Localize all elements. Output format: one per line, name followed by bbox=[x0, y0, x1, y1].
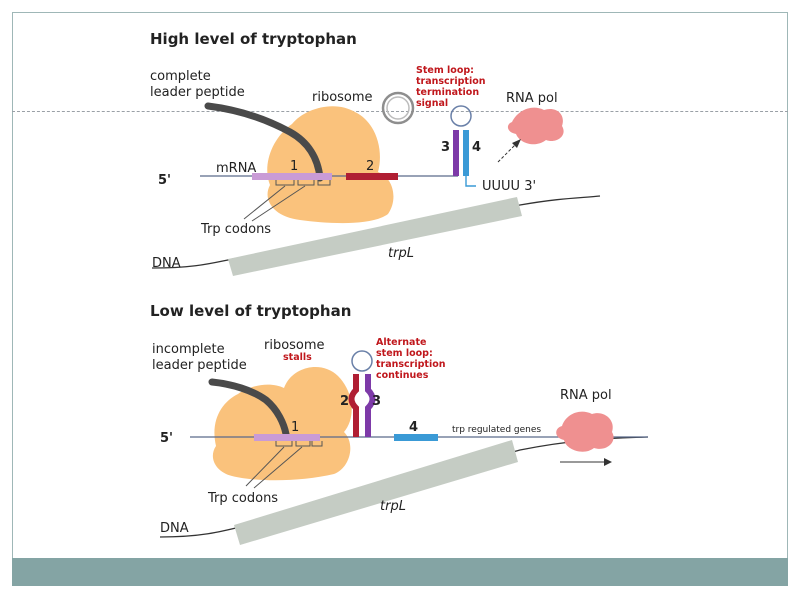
bottom-peptide-line1: incomplete bbox=[152, 342, 225, 357]
top-region-2 bbox=[346, 173, 398, 180]
top-peptide-line1: complete bbox=[150, 69, 211, 84]
bottom-stalls-label: stalls bbox=[283, 352, 312, 363]
top-dna-label: DNA bbox=[152, 256, 181, 271]
dashed-divider bbox=[12, 111, 788, 112]
bottom-stem-loop bbox=[351, 350, 373, 372]
top-region-1-label: 1 bbox=[290, 159, 298, 174]
bottom-region-1-label: 1 bbox=[291, 420, 299, 435]
top-region-4-label: 4 bbox=[472, 140, 481, 155]
top-title: High level of tryptophan bbox=[150, 30, 357, 48]
bottom-leader-peptide bbox=[208, 378, 290, 438]
bottom-dna-label: DNA bbox=[160, 521, 189, 536]
panel-low-tryptophan: Low level of tryptophan DNA trpL ribosom… bbox=[150, 302, 649, 545]
panel-high-tryptophan: High level of tryptophan DNA trpL riboso… bbox=[150, 30, 601, 276]
footer-bar bbox=[12, 558, 788, 586]
bottom-regulated-genes-label: trp regulated genes bbox=[452, 425, 541, 435]
top-region-3-label: 3 bbox=[441, 140, 450, 155]
bottom-dna-strand bbox=[159, 436, 649, 538]
bottom-rna-pol-label: RNA pol bbox=[560, 388, 612, 403]
top-trpl-bar bbox=[228, 197, 522, 276]
top-trpl-label: trpL bbox=[388, 246, 414, 261]
top-uuuu-label: UUUU 3' bbox=[482, 179, 536, 194]
top-free-ribosome bbox=[381, 91, 415, 125]
bottom-alt-text-1: Alternate bbox=[376, 337, 426, 348]
top-mrna-label: mRNA bbox=[216, 161, 256, 176]
top-trp-codons-label: Trp codons bbox=[200, 222, 271, 237]
bottom-alt-text-4: continues bbox=[376, 370, 429, 381]
top-rna-pol-label: RNA pol bbox=[506, 91, 558, 106]
bottom-direction-arrow bbox=[604, 458, 612, 466]
bottom-ribosome-label: ribosome bbox=[264, 338, 325, 353]
top-leader-peptide bbox=[204, 102, 324, 182]
bottom-region-4 bbox=[394, 434, 438, 441]
top-stem-text-1: Stem loop: bbox=[416, 65, 474, 76]
bottom-region-2-label: 2 bbox=[340, 394, 349, 409]
bottom-alt-text-2: stem loop: bbox=[376, 348, 433, 359]
top-stem-text-4: signal bbox=[416, 98, 448, 109]
top-ribosome-label: ribosome bbox=[312, 90, 373, 105]
bottom-trp-codons-label: Trp codons bbox=[207, 491, 278, 506]
top-stem-text-3: termination bbox=[416, 87, 479, 98]
bottom-region-2 bbox=[348, 374, 359, 437]
bottom-region-4-label: 4 bbox=[409, 420, 418, 435]
top-stem-loop bbox=[450, 105, 472, 127]
top-ribosome bbox=[267, 106, 394, 224]
top-rna-pol bbox=[507, 107, 564, 145]
bottom-title: Low level of tryptophan bbox=[150, 302, 351, 320]
bottom-region-3-label: 3 bbox=[372, 394, 381, 409]
bottom-rna-pol bbox=[556, 411, 614, 452]
bottom-region-1 bbox=[254, 434, 320, 441]
bottom-trpl-bar bbox=[234, 440, 518, 545]
bottom-5prime: 5' bbox=[160, 431, 173, 446]
top-stem-text-2: transcription bbox=[416, 76, 486, 87]
bottom-region-3 bbox=[365, 374, 376, 437]
bottom-alt-text-3: transcription bbox=[376, 359, 446, 370]
top-5prime: 5' bbox=[158, 173, 171, 188]
top-peptide-line2: leader peptide bbox=[150, 85, 245, 100]
top-region-1 bbox=[252, 173, 332, 180]
top-region-2-label: 2 bbox=[366, 159, 374, 174]
bottom-trpl-label: trpL bbox=[380, 499, 406, 514]
bottom-peptide-line2: leader peptide bbox=[152, 358, 247, 373]
